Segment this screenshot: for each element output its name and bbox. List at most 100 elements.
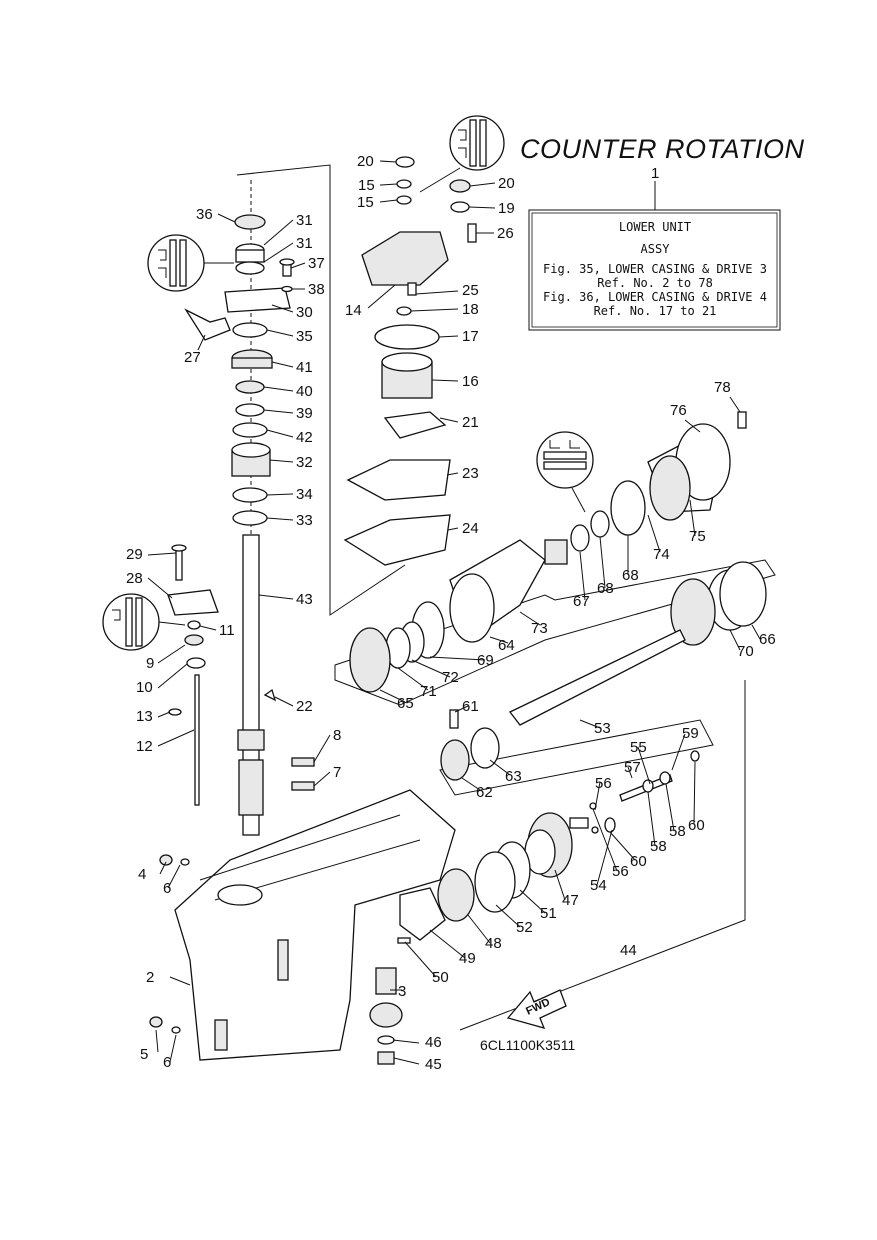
callout: 25 <box>462 282 479 299</box>
callout: 6 <box>163 880 171 897</box>
shaft-seal-icon <box>536 431 594 513</box>
callout: 2 <box>146 969 154 986</box>
callout: 3 <box>398 983 406 1000</box>
water-pump-parts <box>343 156 477 566</box>
callout: 9 <box>146 655 154 672</box>
drive-shaft <box>237 180 265 836</box>
callout: 45 <box>425 1056 442 1073</box>
callout: 69 <box>477 652 494 669</box>
callout: 22 <box>296 698 313 715</box>
figure-code: 6CL1100K3511 <box>480 1037 575 1053</box>
callout: 49 <box>459 950 476 967</box>
callout: 52 <box>516 919 533 936</box>
callout: 12 <box>136 738 153 755</box>
callout: 15 <box>358 177 375 194</box>
callout-numbers: 20 15 15 20 19 26 14 25 18 17 16 21 23 2… <box>126 153 776 1073</box>
callout: 76 <box>670 402 687 419</box>
propeller-shaft-group-outline <box>334 559 776 706</box>
clutch-group-outline <box>439 719 714 796</box>
callout: 60 <box>688 817 705 834</box>
callout: 65 <box>397 695 414 712</box>
diagram-title: COUNTER ROTATION <box>520 134 805 164</box>
callout: 47 <box>562 892 579 909</box>
callout: 27 <box>184 349 201 366</box>
callout: 74 <box>653 546 670 563</box>
callout: 67 <box>573 593 590 610</box>
shift-rod-parts <box>167 544 315 806</box>
callout: 61 <box>462 698 479 715</box>
callout: 14 <box>345 302 362 319</box>
callout: 62 <box>476 784 493 801</box>
callout: 44 <box>620 942 637 959</box>
info-box-ref-number: 1 <box>651 165 659 182</box>
leader-lines <box>147 160 761 1065</box>
info-box-line2: ASSY <box>641 242 671 256</box>
fwd-arrow-icon: FWD <box>506 989 567 1029</box>
shaft-seal-icon <box>419 115 505 193</box>
callout: 72 <box>442 669 459 686</box>
propeller-shaft-housing-parts <box>349 411 767 693</box>
callout: 33 <box>296 512 313 529</box>
shaft-seal-icon <box>102 593 186 651</box>
callout: 78 <box>714 379 731 396</box>
callout: 28 <box>126 570 143 587</box>
callout: 31 <box>296 212 313 229</box>
shaft-seal-icon <box>147 234 234 292</box>
callout: 42 <box>296 429 313 446</box>
callout: 15 <box>357 194 374 211</box>
callout: 18 <box>462 301 479 318</box>
info-box-line3: Fig. 35, LOWER CASING & DRIVE 3 <box>543 262 767 276</box>
callout: 34 <box>296 486 313 503</box>
callout: 13 <box>136 708 153 725</box>
info-box-line5: Fig. 36, LOWER CASING & DRIVE 4 <box>543 290 767 304</box>
callout: 29 <box>126 546 143 563</box>
callout: 10 <box>136 679 153 696</box>
callout: 58 <box>650 838 667 855</box>
callout: 7 <box>333 764 341 781</box>
info-box-line4: Ref. No. 2 to 78 <box>597 276 713 290</box>
callout: 64 <box>498 637 515 654</box>
callout: 53 <box>594 720 611 737</box>
callout: 31 <box>296 235 313 252</box>
callout: 38 <box>308 281 325 298</box>
info-box-line6: Ref. No. 17 to 21 <box>594 304 717 318</box>
callout: 35 <box>296 328 313 345</box>
callout: 21 <box>462 414 479 431</box>
callout: 48 <box>485 935 502 952</box>
callout: 63 <box>505 768 522 785</box>
callout: 75 <box>689 528 706 545</box>
callout: 39 <box>296 405 313 422</box>
callout: 20 <box>357 153 374 170</box>
callout: 20 <box>498 175 515 192</box>
callout: 19 <box>498 200 515 217</box>
callout: 41 <box>296 359 313 376</box>
callout: 23 <box>462 465 479 482</box>
callout: 68 <box>622 567 639 584</box>
callout: 73 <box>531 620 548 637</box>
callout: 70 <box>737 643 754 660</box>
driveshaft-parts-stack <box>184 214 295 526</box>
callout: 37 <box>308 255 325 272</box>
callout: 24 <box>462 520 479 537</box>
info-box-line1: LOWER UNIT <box>619 220 691 234</box>
callout: 57 <box>624 759 641 776</box>
callout: 36 <box>196 206 213 223</box>
callout: 5 <box>140 1046 148 1063</box>
water-pump-group-outline <box>236 164 406 616</box>
callout: 30 <box>296 304 313 321</box>
callout: 59 <box>682 725 699 742</box>
callout: 11 <box>219 622 235 639</box>
lower-casing <box>149 789 456 1061</box>
callout: 16 <box>462 373 479 390</box>
callout: 43 <box>296 591 313 608</box>
callout: 40 <box>296 383 313 400</box>
callout: 51 <box>540 905 557 922</box>
callout: 54 <box>590 877 607 894</box>
callout: 56 <box>595 775 612 792</box>
callout: 4 <box>138 866 146 883</box>
callout: 56 <box>612 863 629 880</box>
info-box: LOWER UNIT ASSY Fig. 35, LOWER CASING & … <box>528 209 781 331</box>
callout: 46 <box>425 1034 442 1051</box>
callout: 50 <box>432 969 449 986</box>
